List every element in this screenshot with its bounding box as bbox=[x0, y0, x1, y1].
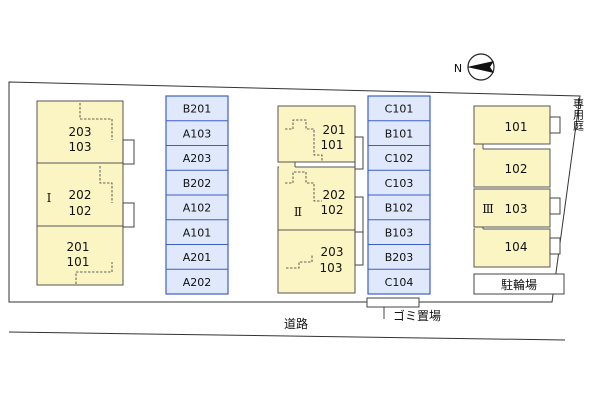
unit-label: 101 bbox=[505, 120, 528, 134]
building-1: 203 103 202 102 201 101 I bbox=[36, 100, 135, 286]
building-3: 101 102 103 104 Ⅲ bbox=[473, 105, 561, 268]
building-roman-label: I bbox=[47, 191, 52, 205]
parking-space-label: C104 bbox=[385, 276, 414, 289]
compass-north-icon: N bbox=[454, 53, 495, 81]
parking-space-label: B201 bbox=[183, 103, 212, 116]
unit-label: 103 bbox=[69, 140, 92, 154]
compass-label: N bbox=[454, 62, 462, 75]
parking-space-label: A101 bbox=[183, 226, 212, 239]
unit-label: 201 bbox=[67, 240, 90, 254]
unit-label: 102 bbox=[321, 203, 344, 217]
garbage-area: ゴミ置場 bbox=[366, 297, 441, 323]
unit-label: 104 bbox=[505, 240, 528, 254]
parking-space-label: B203 bbox=[385, 251, 414, 264]
unit-label: 101 bbox=[67, 255, 90, 269]
building-roman-label: Ⅲ bbox=[482, 202, 494, 216]
unit-label: 102 bbox=[69, 204, 92, 218]
parking-space-label: C101 bbox=[385, 103, 414, 116]
private-garden-label: 専用庭 bbox=[572, 98, 585, 131]
unit-label: 202 bbox=[69, 188, 92, 202]
parking-space-label: A102 bbox=[183, 202, 212, 215]
unit-label: 203 bbox=[321, 245, 344, 259]
bicycle-parking: 駐輪場 bbox=[473, 273, 565, 295]
unit-label: 102 bbox=[505, 162, 528, 176]
road-label: 道路 bbox=[284, 316, 308, 331]
bicycle-parking-label: 駐輪場 bbox=[501, 277, 537, 292]
parking-space-label: B101 bbox=[385, 127, 414, 140]
parking-space-label: A103 bbox=[183, 127, 212, 140]
parking-space-label: A201 bbox=[183, 251, 212, 264]
parking-space-label: B102 bbox=[385, 202, 414, 215]
parking-column-c: C101 B101 C102 C103 B102 B103 B203 C104 bbox=[367, 95, 431, 295]
parking-space-label: C102 bbox=[385, 152, 414, 165]
parking-space-label: C103 bbox=[385, 177, 414, 190]
building-roman-label: Ⅱ bbox=[294, 205, 302, 219]
parking-space-label: B202 bbox=[183, 177, 212, 190]
unit-label: 203 bbox=[69, 125, 92, 139]
parking-space-label: A202 bbox=[183, 276, 212, 289]
unit-label: 103 bbox=[505, 202, 528, 216]
parking-space-label: A203 bbox=[183, 152, 212, 165]
parking-space-label: B103 bbox=[385, 226, 414, 239]
road-line bbox=[8, 331, 566, 341]
building-2: 201 101 202 102 203 103 Ⅱ bbox=[277, 105, 364, 294]
unit-label: 103 bbox=[320, 261, 343, 275]
parking-column-a: B201 A103 A203 B202 A102 A101 A201 A202 bbox=[165, 95, 229, 295]
garbage-label: ゴミ置場 bbox=[393, 308, 441, 323]
unit-label: 202 bbox=[323, 188, 346, 202]
unit-label: 201 bbox=[323, 123, 346, 137]
unit-label: 101 bbox=[321, 138, 344, 152]
